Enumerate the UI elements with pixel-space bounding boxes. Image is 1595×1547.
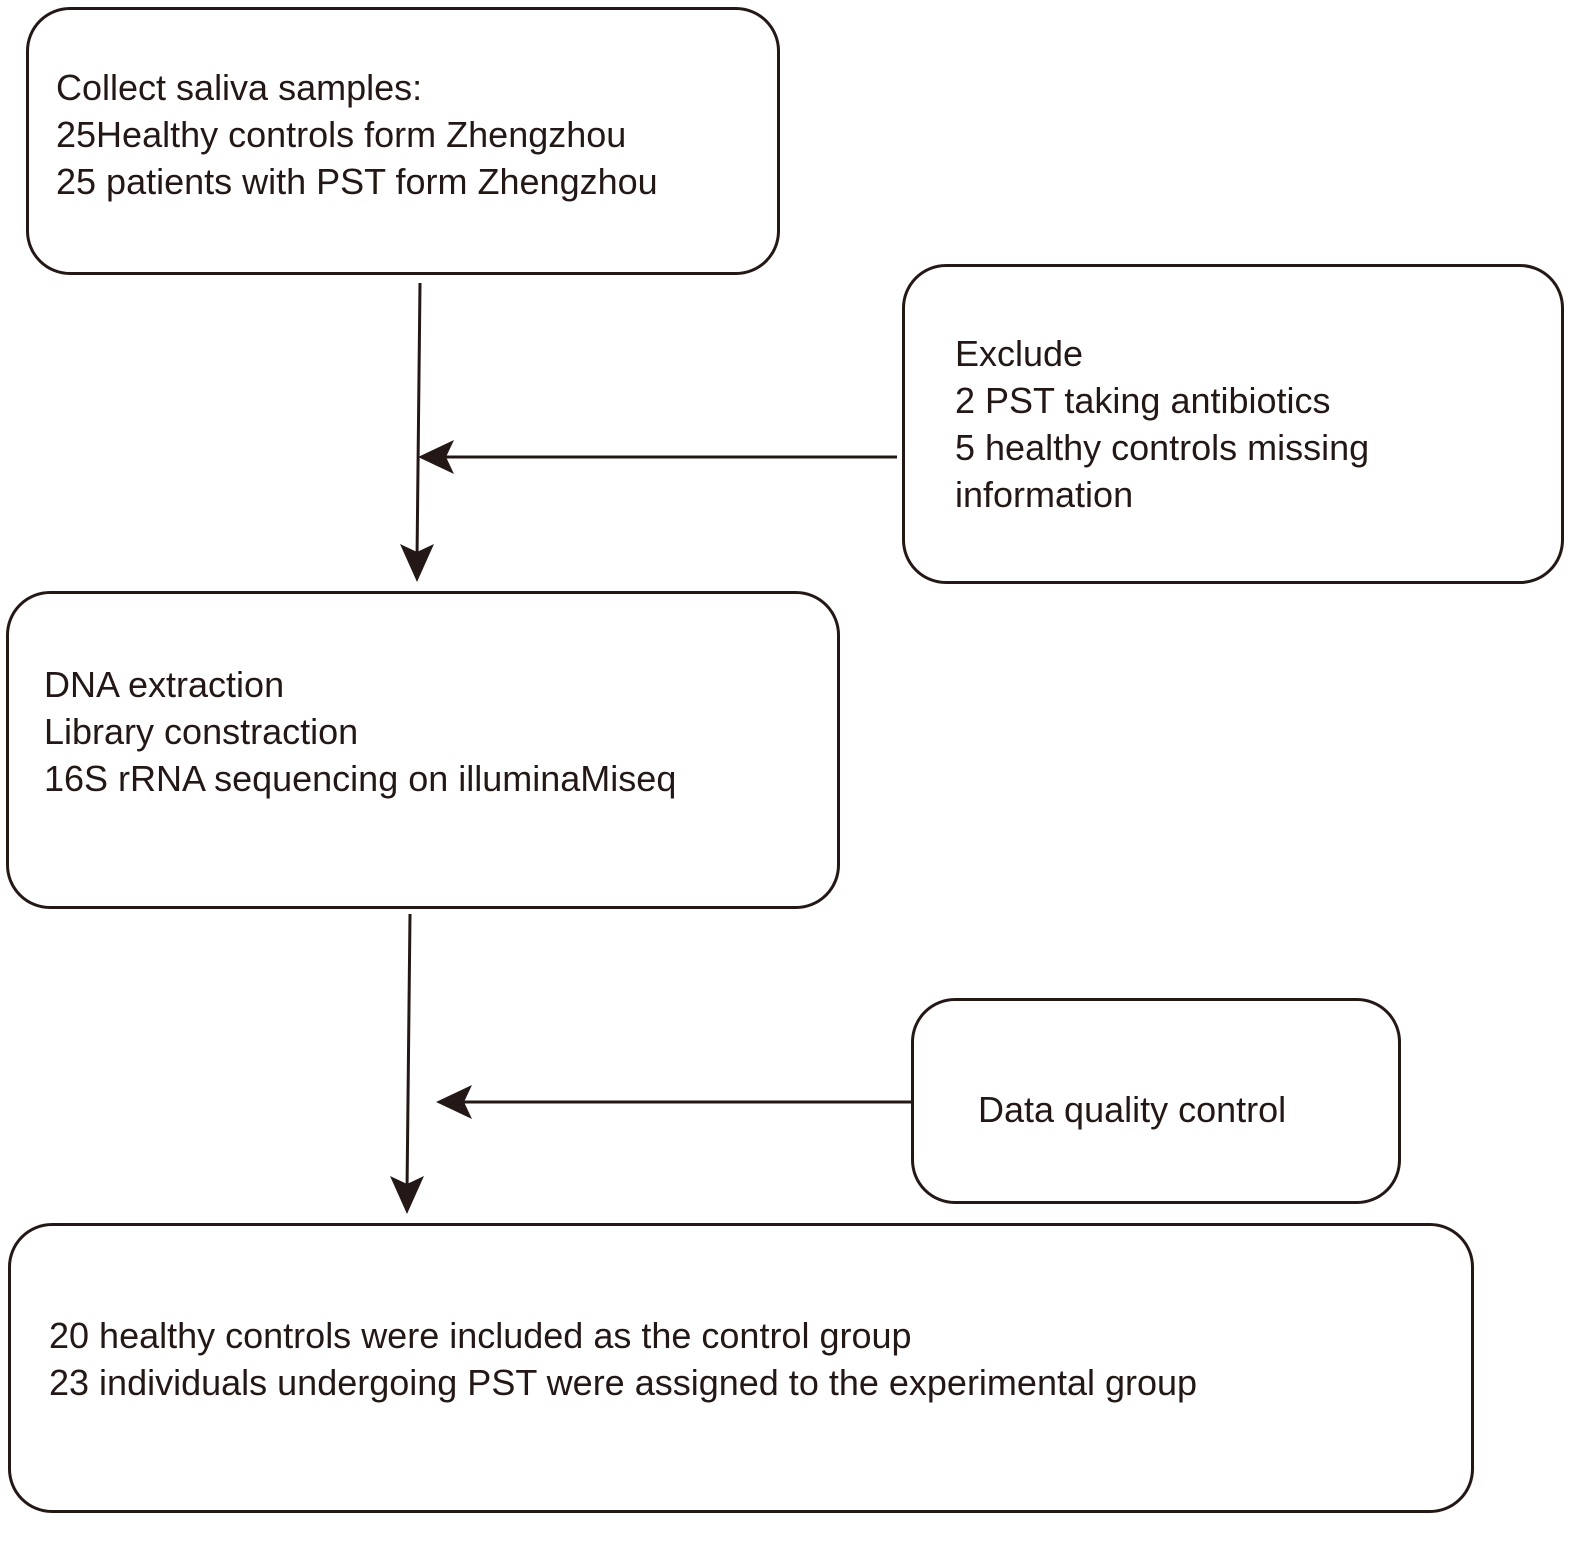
result-line-2: 23 individuals undergoing PST were assig… bbox=[49, 1362, 1198, 1403]
arrow-collect-to-dna-head bbox=[400, 544, 434, 582]
exclude-line-1: Exclude bbox=[955, 333, 1084, 374]
dna-line-1: DNA extraction bbox=[44, 664, 285, 705]
collect-samples-box: Collect saliva samples: 25Healthy contro… bbox=[26, 7, 780, 275]
arrow-qc-head bbox=[436, 1085, 472, 1119]
exclude-line-4: information bbox=[955, 474, 1134, 515]
arrow-exclude-head bbox=[418, 440, 454, 474]
dna-extraction-box: DNA extraction Library constraction 16S … bbox=[6, 591, 840, 909]
exclude-line-3: 5 healthy controls missing bbox=[955, 427, 1370, 468]
collect-line-1: Collect saliva samples: bbox=[56, 67, 423, 108]
result-groups-box: 20 healthy controls were included as the… bbox=[8, 1223, 1474, 1513]
arrow-dna-to-result-shaft bbox=[405, 913, 412, 1193]
arrow-collect-to-dna-shaft bbox=[415, 282, 422, 561]
qc-line-1: Data quality control bbox=[978, 1089, 1287, 1130]
exclude-line-2: 2 PST taking antibiotics bbox=[955, 380, 1331, 421]
collect-line-3: 25 patients with PST form Zhengzhou bbox=[56, 161, 658, 202]
result-line-1: 20 healthy controls were included as the… bbox=[49, 1315, 912, 1356]
data-quality-control-box: Data quality control bbox=[911, 998, 1401, 1204]
exclude-box: Exclude 2 PST taking antibiotics 5 healt… bbox=[902, 264, 1564, 584]
collect-line-2: 25Healthy controls form Zhengzhou bbox=[56, 114, 627, 155]
dna-line-2: Library constraction bbox=[44, 711, 359, 752]
arrow-dna-to-result-head bbox=[390, 1176, 424, 1214]
dna-line-3: 16S rRNA sequencing on illuminaMiseq bbox=[44, 758, 677, 799]
